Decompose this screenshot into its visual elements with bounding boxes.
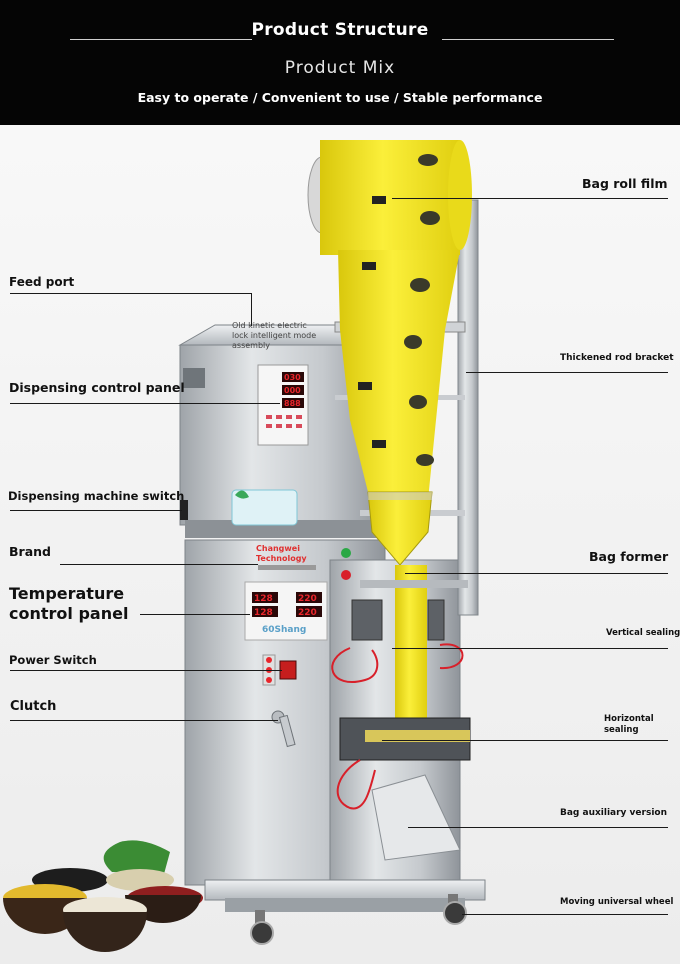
film-web: [338, 250, 460, 545]
dispensing-switch-button: [180, 500, 188, 520]
callout-feed-port: Feed port: [9, 275, 75, 289]
callout-line-rod-bracket: [466, 372, 668, 373]
callout-horizontal-sealing-2: sealing: [604, 725, 639, 735]
side-latch: [183, 368, 205, 388]
callout-bag-roll-film: Bag roll film: [582, 176, 668, 191]
callout-temp-panel-2: control panel: [9, 604, 129, 623]
callout-line-feed-port: [10, 293, 251, 294]
header-rule-right: [442, 39, 614, 40]
temp-display-2: 128: [254, 608, 273, 618]
callout-line-brand: [60, 564, 258, 565]
header-rule-left: [70, 39, 252, 40]
callout-line-bag-roll-film: [392, 198, 668, 199]
vertical-seal-block-right: [427, 599, 445, 641]
callout-line-vertical-sealing: [392, 648, 668, 649]
header-banner: Product Structure Product Mix Easy to op…: [0, 0, 680, 125]
callout-line-feed-port-drop: [251, 293, 252, 326]
base-frame: [225, 898, 465, 912]
callout-line-power-switch: [10, 670, 282, 671]
vertical-seal-block-left: [351, 599, 383, 641]
callout-bag-former: Bag former: [589, 549, 669, 564]
callout-universal-wheel: Moving universal wheel: [560, 897, 674, 907]
product-sticker: [231, 489, 298, 526]
callout-brand: Brand: [9, 544, 51, 559]
panel-brand-text: 60Shang: [262, 625, 306, 635]
universal-wheel-right: [443, 894, 467, 925]
callout-line-dispensing-panel: [10, 403, 280, 404]
power-switch-rocker: [279, 660, 297, 680]
callout-line-bag-former: [405, 573, 668, 574]
callout-power-switch: Power Switch: [9, 653, 97, 667]
callout-vertical-sealing: Vertical sealing: [606, 628, 680, 638]
temp-display-3: 220: [298, 594, 317, 604]
callout-line-clutch: [10, 720, 278, 721]
display-top-1: 030: [284, 373, 301, 382]
callout-temp-panel-1: Temperature: [9, 584, 125, 603]
callout-dispensing-panel: Dispensing control panel: [9, 380, 185, 395]
universal-wheel-left: [250, 910, 274, 945]
base-plate: [204, 879, 486, 901]
callout-line-universal-wheel: [462, 914, 668, 915]
page-subtitle: Product Mix: [284, 58, 396, 78]
formed-bag-tube: [395, 565, 427, 725]
callout-line-temp-panel: [140, 614, 250, 615]
callout-rod-bracket: Thickened rod bracket: [560, 353, 674, 363]
callout-clutch: Clutch: [10, 699, 57, 714]
brand-name-line2: Technology: [256, 554, 307, 563]
brand-name-line1: Changwei: [256, 544, 300, 553]
start-button: [341, 548, 351, 558]
callout-horizontal-sealing-1: Horizontal: [604, 714, 654, 724]
callout-bag-auxiliary: Bag auxiliary version: [560, 808, 668, 818]
kinetic-lock-note: Old kinetic electric lock intelligent mo…: [232, 321, 317, 350]
callout-line-horizontal-sealing: [382, 740, 668, 741]
stop-button: [341, 570, 351, 580]
temp-display-4: 220: [298, 608, 317, 618]
callout-line-dispensing-switch: [10, 510, 182, 511]
display-top-2: 000: [284, 386, 301, 395]
callout-line-bag-auxiliary: [408, 827, 668, 828]
display-top-3: 888: [284, 399, 301, 408]
temp-display-1: 128: [254, 594, 273, 604]
grain-bowls: [3, 840, 203, 952]
page-title: Product Structure: [251, 20, 429, 40]
bag-auxiliary-plate: [371, 774, 461, 861]
rod-bracket: [457, 199, 479, 616]
callout-dispensing-switch: Dispensing machine switch: [8, 489, 185, 503]
page-tagline: Easy to operate / Convenient to use / St…: [137, 90, 543, 105]
